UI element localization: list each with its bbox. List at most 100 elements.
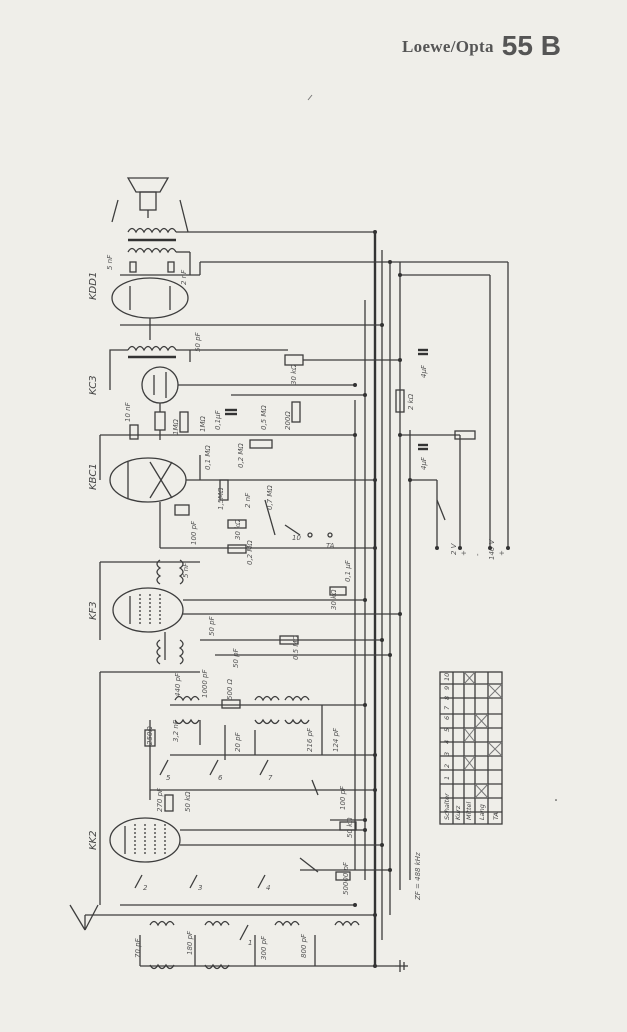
loudspeaker (111, 177, 189, 233)
cap-01uf-label: 0,1μF (214, 409, 222, 430)
table-row-kurz: Kurz (454, 805, 462, 820)
oscillator-coils: 440 pF 3,2 nF 1000 pF 500 Ω 20 pF 216 pF… (99, 669, 375, 905)
res-30k-c-label: 30 kΩ (330, 589, 338, 610)
cap-300pf-label: 300 pF (260, 935, 268, 960)
cap-5nf-b-label: 5 nF (182, 562, 190, 578)
switch-5-label: 5 (166, 774, 171, 782)
cap-440pf-label: 440 pF (174, 672, 182, 697)
table-row-mittel: Mittel (465, 801, 473, 820)
table-col-6: 6 (443, 716, 451, 720)
table-header-schalter: Schalter (443, 792, 451, 820)
cap-270pf-label: 270 pF (156, 787, 164, 812)
cap-10nf-label: 10 nF (124, 401, 132, 422)
model-number: 55 B (501, 30, 561, 61)
cap-50pf-b-label: 50 pF (208, 615, 216, 636)
cap-01uf-b-label: 0,1 μF (344, 559, 352, 582)
supply-140v-label: 140 V (488, 538, 496, 560)
res-200-label: 200Ω (284, 411, 292, 430)
brand-name: Loewe/Opta (402, 37, 494, 56)
res-02m-label: 0,2 MΩ (237, 443, 245, 468)
cap-216pf-label: 216 pF (306, 727, 314, 752)
switch-2-label: 2 (143, 884, 148, 892)
input-switches: 2 3 4 1 (134, 874, 270, 947)
table-col-10: 10 (443, 673, 451, 681)
table-col-4: 4 (443, 740, 451, 744)
output-transformer (127, 227, 375, 275)
cap-2nf-label: 2 nF (180, 269, 188, 285)
cap-4uf-b-label: 4μF (420, 456, 428, 470)
junction-dots (353, 230, 510, 968)
res-1m-label: 1MΩ (172, 419, 180, 435)
cap-50pf-label: 50 pF (194, 331, 202, 352)
cap-5nf-label: 5 nF (106, 254, 114, 270)
cap-100pf-b-label: 100 pF (339, 785, 347, 810)
tube-kf3: 30 kΩ 0,1 μF 5 nF KF3 50 pF 50 pF 0,5 MΩ (88, 559, 400, 673)
cap-800pf-label: 800 pF (300, 933, 308, 958)
supply-plus-a-label: + (460, 550, 468, 556)
res-50k-b-label: 50 kΩ (346, 817, 354, 838)
cap-180pf-label: 180 pF (186, 930, 194, 955)
table-col-3: 3 (443, 752, 451, 756)
tube-kc3-label: KC3 (88, 375, 99, 395)
tube-kk2-label: KK2 (88, 831, 99, 850)
tube-kdd1-label: KDD1 (88, 272, 99, 300)
res-500-label: 500 Ω (226, 678, 234, 700)
paper-specks (307, 94, 557, 801)
res-2k-label: 2 kΩ (407, 393, 415, 410)
cap-1000pf-label: 1000 pF (201, 669, 209, 698)
cap-2nf-b-label: 2 nF (244, 492, 252, 508)
res-30k-label: 30 kΩ (290, 364, 298, 385)
cap-50000pf-label: 50000 pF (342, 861, 350, 895)
table-col-2: 2 (443, 764, 451, 768)
table-col-8: 8 (443, 696, 451, 700)
cap-3-2nf-label: 3,2 nF (172, 719, 180, 742)
switch-7-label: 7 (268, 774, 273, 782)
switch-1-label: 1 (248, 939, 252, 947)
res-05m-b-label: 0,5 MΩ (292, 635, 300, 660)
switch-table: Schalter Kurz Mittel Lang TA 1 2 3 4 5 6… (439, 671, 503, 825)
supply-minus-label: - (474, 553, 482, 556)
res-01m-label: 0,1 MΩ (204, 445, 212, 470)
bus-lines (354, 232, 509, 966)
tube-kbc1-label: KBC1 (88, 463, 99, 490)
switch-6-label: 6 (218, 774, 223, 782)
antenna-input: 70 pF 180 pF 300 pF 800 pF (69, 904, 408, 972)
res-07m-label: 0,7 MΩ (266, 485, 274, 510)
filter-section: 4μF 2 kΩ 4μF (395, 348, 476, 470)
sheet-header: Loewe/Opta 55 B (402, 30, 561, 62)
switch-10-label: 10 (292, 534, 301, 542)
tube-kc3: 30 kΩ KC3 (88, 354, 400, 440)
switch-3-label: 3 (198, 884, 202, 892)
res-02m-b-label: 0,2 MΩ (246, 540, 254, 565)
supply-plus-b-label: + (498, 550, 506, 556)
band-switches: 5 6 7 100 pF 50 kΩ (150, 759, 375, 838)
supply-2v-label: 2 V (450, 542, 458, 555)
res-250-label: 250Ω (146, 726, 154, 745)
supply-terminals: 2 V + - 140 V + (436, 499, 506, 560)
table-row-ta: TA (492, 812, 500, 820)
cap-70pf-label: 70 pF (134, 937, 142, 958)
tube-kdd1: 5 nF 2 nF KDD1 (88, 254, 390, 340)
res-30k-b-label: 30 kΩ (234, 519, 242, 540)
cap-20pf-label: 20 pF (234, 731, 242, 752)
pickup-ta-label: TA (326, 542, 335, 550)
res-50k-label: 50 kΩ (184, 791, 192, 812)
table-col-1: 1 (443, 776, 451, 780)
coupling-network: 10 nF 1MΩ 1MΩ 0,1μF 0,5 MΩ 200Ω 0,2 MΩ (99, 394, 365, 480)
cap-50pf-c-label: 50 pF (232, 647, 240, 668)
driver-transformer: 50 pF (109, 331, 288, 390)
res-1m-b-label: 1MΩ (199, 416, 207, 432)
table-row-lang: Lang (478, 804, 486, 820)
cap-124pf-label: 124 pF (332, 727, 340, 752)
res-05m-label: 0,5 MΩ (260, 405, 268, 430)
table-col-9: 9 (443, 686, 451, 690)
table-col-7: 7 (443, 705, 451, 710)
table-col-5: 5 (443, 728, 451, 732)
tube-kk2: 270 pF 50 kΩ KK2 50000 pF ZF = 488 kHz (88, 787, 422, 901)
tube-kf3-label: KF3 (88, 601, 99, 620)
res-15m-label: 1,5MΩ (217, 487, 225, 510)
zf-label: ZF = 488 kHz (414, 852, 422, 901)
tube-kbc1: 0,1 MΩ 1,5MΩ 2 nF 0,7 MΩ 30 kΩ 100 pF 0,… (88, 445, 375, 565)
